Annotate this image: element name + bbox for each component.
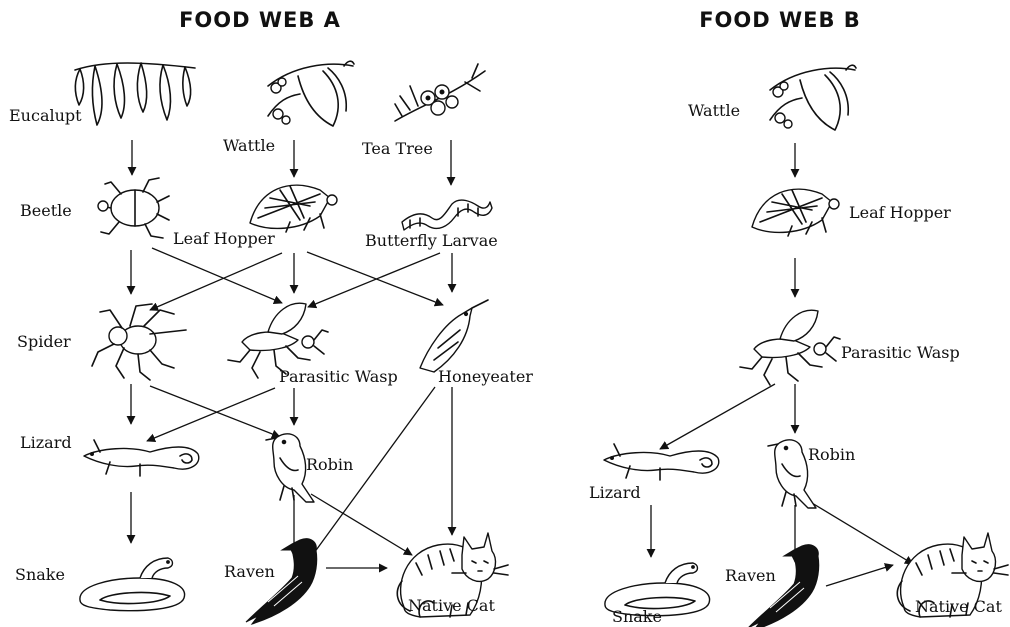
label-native-cat: Native Cat xyxy=(408,596,495,615)
lizard-drawing xyxy=(604,444,719,480)
arrow-b-raven-to-native-cat xyxy=(826,565,893,586)
organism-robin: Robin xyxy=(266,434,353,502)
organism-snake: Snake xyxy=(15,558,185,611)
food-web-b: FOOD WEB B Wattle Leaf Hopper Parasitic … xyxy=(589,8,1008,627)
food-web-a: FOOD WEB A Eucalupt xyxy=(9,8,533,624)
butterfly-larvae-drawing xyxy=(402,200,492,230)
label-b-leaf-hopper: Leaf Hopper xyxy=(849,203,951,222)
raven-drawing xyxy=(748,545,819,627)
arrow-parasitic-wasp-to-lizard xyxy=(147,388,275,441)
organism-b-leaf-hopper: Leaf Hopper xyxy=(752,189,951,236)
organism-eucalypt: Eucalupt xyxy=(9,63,195,125)
label-b-wattle: Wattle xyxy=(688,101,740,120)
organism-b-snake: Snake xyxy=(605,563,710,626)
organism-b-robin: Robin xyxy=(768,440,855,508)
organism-leaf-hopper: Leaf Hopper xyxy=(173,185,337,248)
label-butterfly-larvae: Butterfly Larvae xyxy=(365,231,498,250)
label-spider: Spider xyxy=(17,332,71,351)
organism-b-parasitic-wasp: Parasitic Wasp xyxy=(740,310,960,385)
arrow-b-robin-to-native-cat xyxy=(812,503,913,564)
label-tea-tree: Tea Tree xyxy=(362,139,433,158)
spider-drawing xyxy=(92,304,186,380)
wattle-drawing xyxy=(268,61,354,126)
tea-tree-drawing xyxy=(395,64,485,121)
label-snake: Snake xyxy=(15,565,65,584)
organism-b-raven: Raven xyxy=(725,545,819,627)
label-b-raven: Raven xyxy=(725,566,776,585)
label-b-lizard: Lizard xyxy=(589,483,641,502)
lizard-drawing xyxy=(84,440,199,476)
raven-drawing xyxy=(246,539,317,624)
organism-lizard: Lizard xyxy=(20,433,199,476)
title-food-web-a: FOOD WEB A xyxy=(179,8,341,32)
organism-spider: Spider xyxy=(17,304,186,380)
label-robin: Robin xyxy=(306,455,353,474)
title-food-web-b: FOOD WEB B xyxy=(699,8,861,32)
arrow-b-parasitic-wasp-to-lizard xyxy=(660,384,775,449)
organism-wattle: Wattle xyxy=(223,61,354,155)
leaf-hopper-drawing xyxy=(250,185,337,232)
leaf-hopper-drawing xyxy=(752,189,839,236)
arrow-butterfly-larvae-to-parasitic-wasp xyxy=(308,253,440,307)
label-honeyeater: Honeyeater xyxy=(438,367,533,386)
organism-parasitic-wasp: Parasitic Wasp xyxy=(228,303,398,386)
organism-b-wattle: Wattle xyxy=(688,65,856,130)
eucalypt-drawing xyxy=(75,63,195,125)
organism-beetle: Beetle xyxy=(20,178,169,238)
label-lizard: Lizard xyxy=(20,433,72,452)
label-leaf-hopper: Leaf Hopper xyxy=(173,229,275,248)
wattle-drawing xyxy=(770,65,856,130)
label-wattle: Wattle xyxy=(223,136,275,155)
label-b-snake: Snake xyxy=(612,607,662,626)
arrow-robin-to-native-cat xyxy=(311,494,412,555)
arrow-leaf-hopper-to-spider xyxy=(150,253,282,310)
parasitic-wasp-drawing xyxy=(740,310,840,385)
label-eucalypt: Eucalupt xyxy=(9,106,82,125)
label-raven: Raven xyxy=(224,562,275,581)
organism-honeyeater: Honeyeater xyxy=(420,300,533,386)
label-b-native-cat: Native Cat xyxy=(915,597,1002,616)
honeyeater-drawing xyxy=(420,300,488,372)
organism-butterfly-larvae: Butterfly Larvae xyxy=(365,200,498,250)
label-beetle: Beetle xyxy=(20,201,72,220)
organism-tea-tree: Tea Tree xyxy=(362,64,485,158)
organism-raven: Raven xyxy=(224,539,317,624)
snake-drawing xyxy=(80,558,185,611)
beetle-drawing xyxy=(98,178,169,238)
organism-native-cat: Native Cat xyxy=(397,533,508,617)
label-b-parasitic-wasp: Parasitic Wasp xyxy=(841,343,960,362)
arrow-beetle-to-parasitic-wasp xyxy=(152,248,282,303)
label-parasitic-wasp: Parasitic Wasp xyxy=(279,367,398,386)
organism-b-lizard: Lizard xyxy=(589,444,719,502)
organism-b-native-cat: Native Cat xyxy=(897,533,1008,617)
arrow-honeyeater-to-raven xyxy=(306,387,435,564)
label-b-robin: Robin xyxy=(808,445,855,464)
